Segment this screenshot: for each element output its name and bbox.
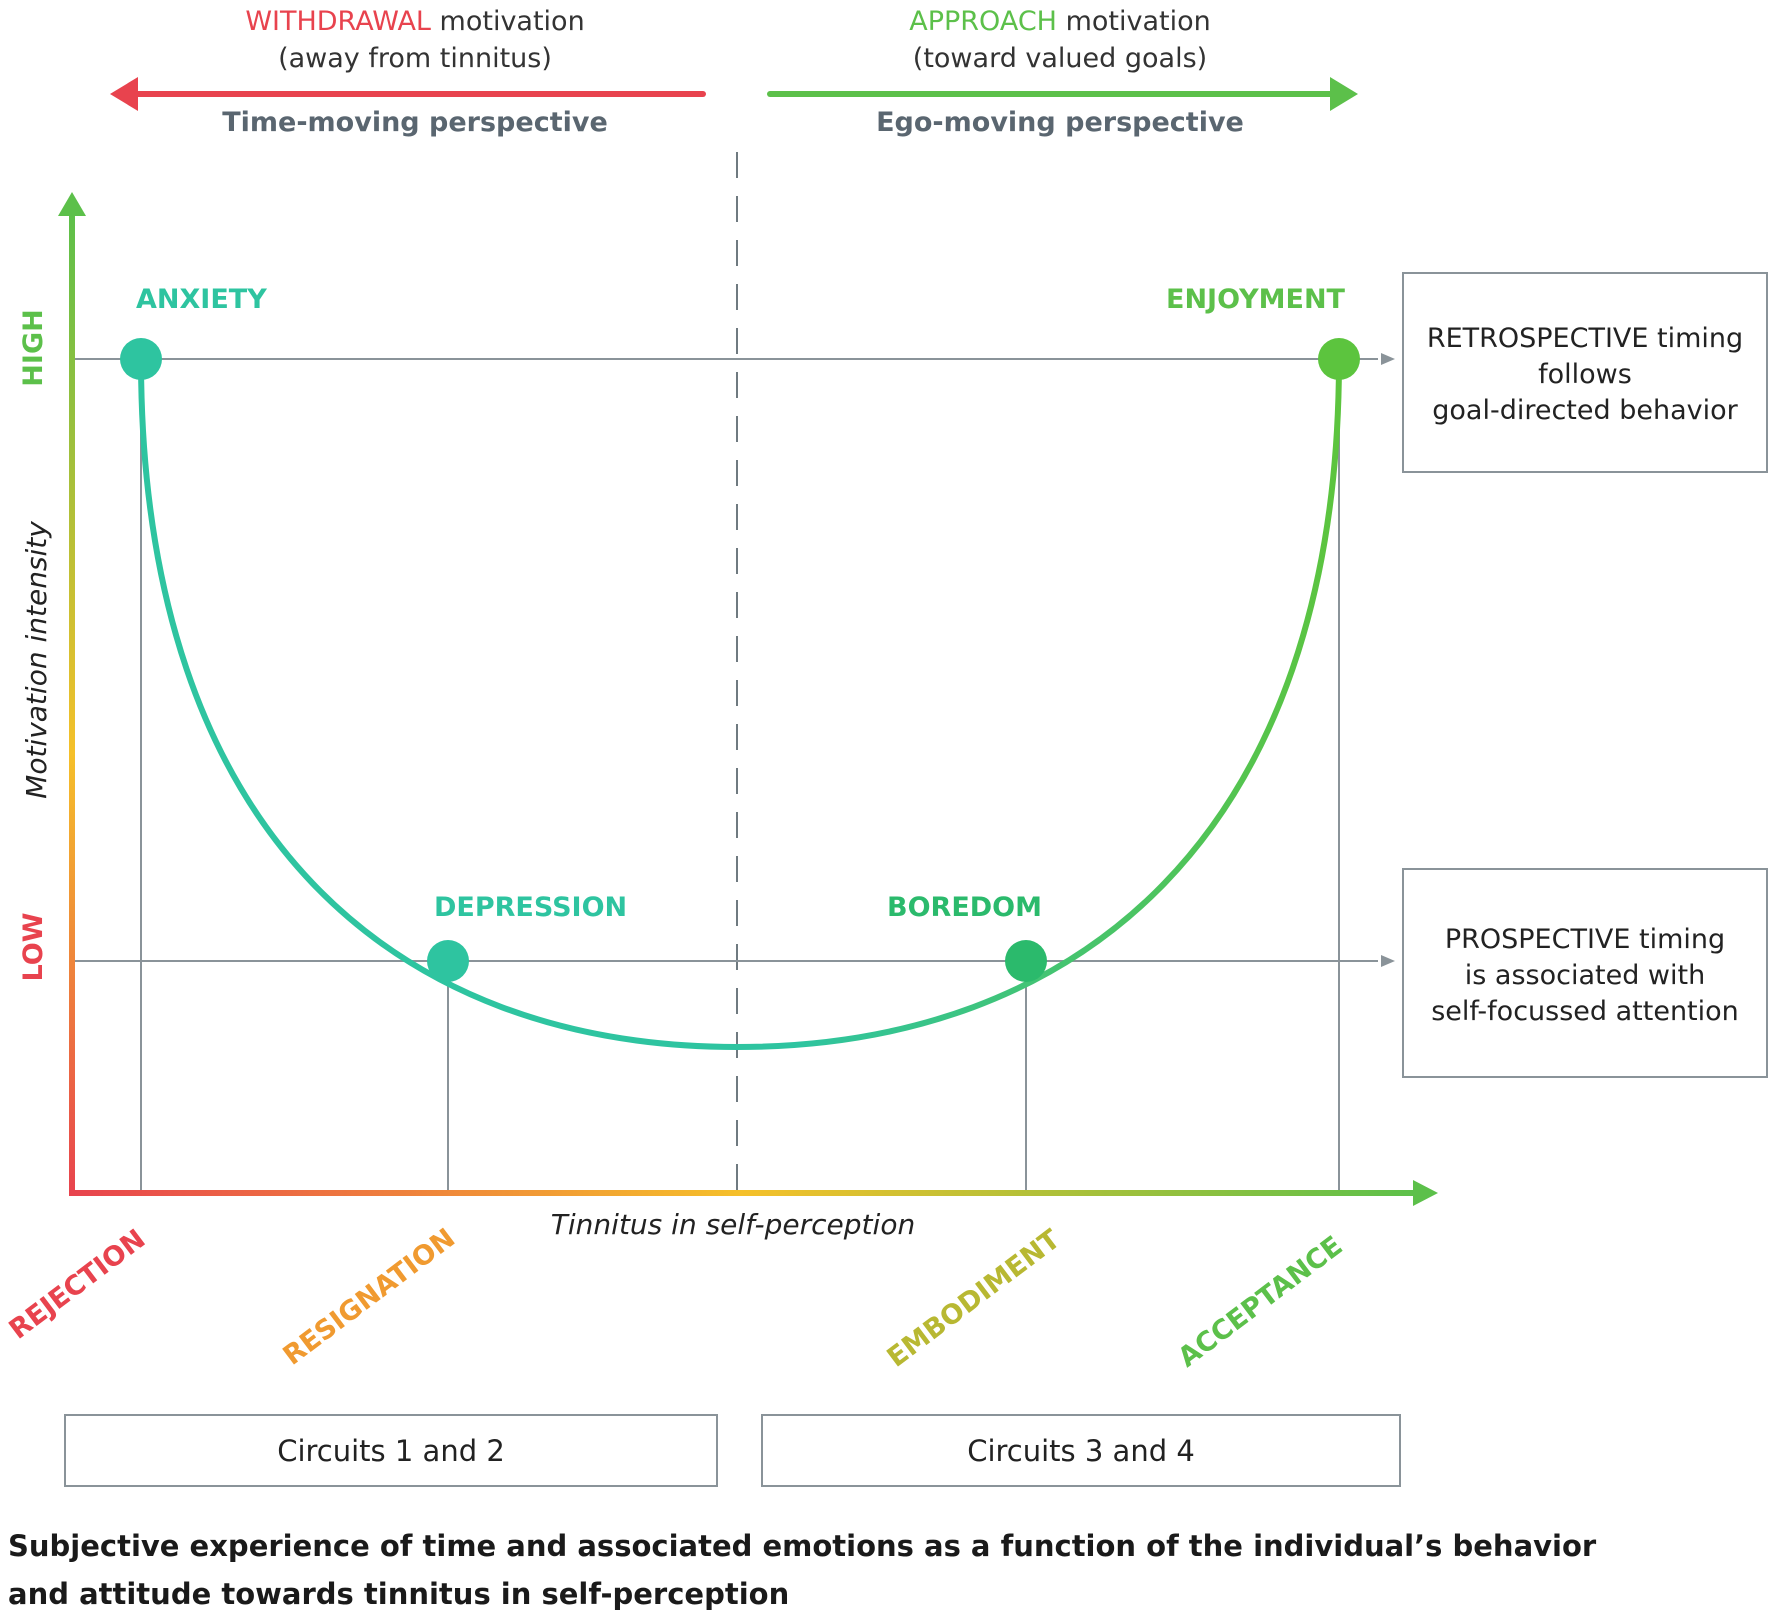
y-low-label: LOW [18,913,49,982]
boredom-marker [1005,940,1047,982]
x-category-embodiment: EMBODIMENT [882,1224,1067,1374]
x-category-resignation: RESIGNATION [278,1223,461,1372]
x-category-rejection: REJECTION [4,1224,152,1346]
svg-text:is associated with: is associated with [1465,960,1705,991]
depression-marker [427,940,469,982]
withdrawal-motivation-label: WITHDRAWAL motivation [245,6,584,37]
boredom-label: BOREDOM [887,892,1042,923]
approach-arrow-icon [767,77,1358,111]
depression-label: DEPRESSION [434,892,627,923]
svg-text:goal-directed behavior: goal-directed behavior [1432,395,1738,426]
svg-text:PROSPECTIVE timing: PROSPECTIVE timing [1445,924,1725,955]
y-high-label: HIGH [18,309,49,386]
approach-motivation-label: APPROACH motivation [909,6,1210,37]
svg-text:Circuits 1 and 2: Circuits 1 and 2 [277,1434,505,1468]
withdrawal-arrow-icon [110,77,706,111]
anxiety-label: ANXIETY [136,284,267,315]
anxiety-marker [120,338,162,380]
enjoyment-label: ENJOYMENT [1166,284,1346,315]
svg-text:follows: follows [1538,359,1632,390]
low-reference-line [72,955,1395,967]
enjoyment-marker [1318,338,1360,380]
retrospective-timing-box: RETROSPECTIVE timing follows goal-direct… [1402,272,1768,473]
caption-line-2: and attitude towards tinnitus in self-pe… [8,1577,790,1611]
withdrawal-subtext: (away from tinnitus) [278,43,552,74]
prospective-timing-box: PROSPECTIVE timing is associated with se… [1402,868,1768,1078]
svg-text:RETROSPECTIVE timing: RETROSPECTIVE timing [1427,323,1743,354]
high-reference-line [72,353,1395,365]
emotion-curve [138,358,1342,1051]
svg-text:self-focussed attention: self-focussed attention [1431,996,1739,1027]
x-axis-label: Tinnitus in self-perception [551,1208,915,1241]
x-category-acceptance: ACCEPTANCE [1173,1230,1349,1373]
caption-line-1: Subjective experience of time and associ… [8,1529,1597,1563]
time-moving-perspective: Time-moving perspective [222,107,608,138]
approach-subtext: (toward valued goals) [913,43,1207,74]
ego-moving-perspective: Ego-moving perspective [876,107,1244,138]
x-axis [69,1180,1438,1206]
drop-lines [140,359,1340,1192]
diagram-canvas: WITHDRAWAL motivation (away from tinnitu… [4,6,1768,1487]
svg-text:Circuits 3 and 4: Circuits 3 and 4 [967,1434,1195,1468]
figure-caption: Subjective experience of time and associ… [8,1522,1748,1618]
y-axis-label: Motivation intensity [20,521,53,799]
circuits-1-2-box: Circuits 1 and 2 [64,1414,718,1487]
circuits-3-4-box: Circuits 3 and 4 [761,1414,1401,1487]
y-axis [58,192,86,1196]
